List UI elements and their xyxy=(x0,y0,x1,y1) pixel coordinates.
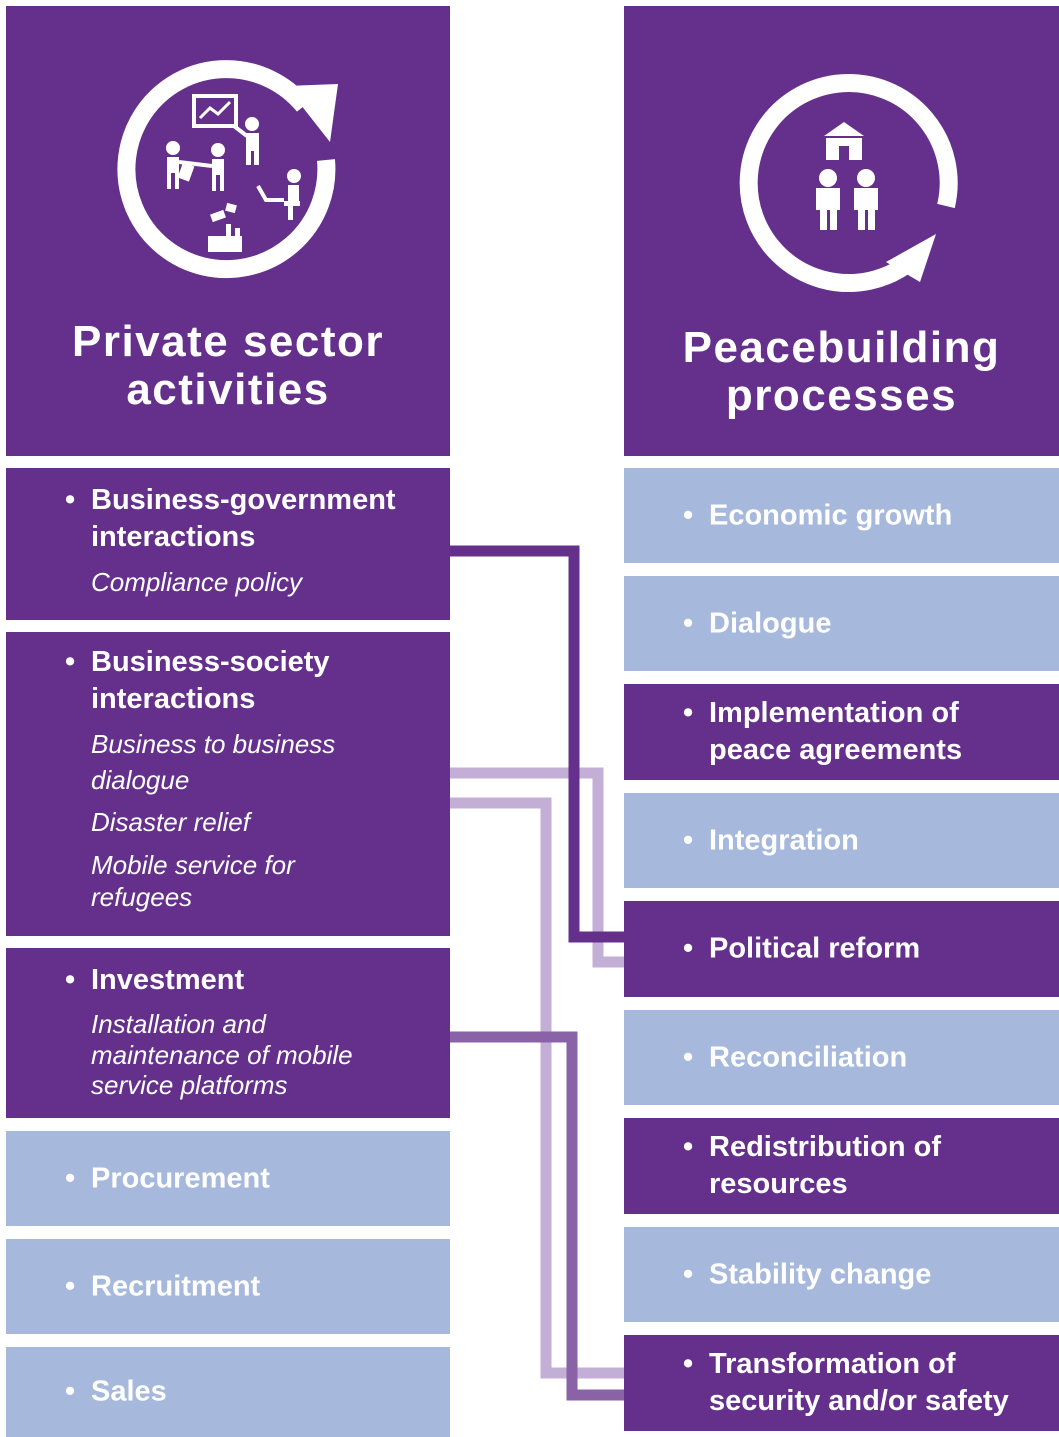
activity-example: Business to business xyxy=(91,729,336,759)
connector-business-society-to-transformation xyxy=(450,797,626,1379)
activity-example: Mobile service for xyxy=(91,850,295,880)
connector-business-government-to-political-reform xyxy=(450,545,626,943)
private-sector-title-line-2: activities xyxy=(126,365,330,414)
activity-label-line: Business-society xyxy=(91,646,330,678)
connector-investment-to-transformation xyxy=(450,1031,626,1401)
activity-example: maintenance of mobile xyxy=(91,1040,353,1070)
process-integration: Integration xyxy=(624,793,1059,888)
process-label: Political reform xyxy=(683,931,1049,968)
process-implementation-of-peace-agreements: Implementation of peace agreements xyxy=(624,684,1059,780)
process-label-line: Redistribution of xyxy=(709,1131,941,1163)
activity-label: Sales xyxy=(65,1374,440,1411)
process-label: Reconciliation xyxy=(683,1039,1049,1076)
activity-example: Installation and xyxy=(91,1009,266,1039)
activity-sales: Sales xyxy=(6,1347,450,1437)
process-economic-growth: Economic growth xyxy=(624,468,1059,563)
private-sector-header: Private sector activities xyxy=(6,6,450,456)
activity-label-line: interactions xyxy=(91,683,256,715)
process-dialogue: Dialogue xyxy=(624,576,1059,671)
peacebuilding-title-line-2: processes xyxy=(725,371,958,420)
process-stability-change: Stability change xyxy=(624,1227,1059,1322)
process-label: Integration xyxy=(683,822,1049,859)
process-label-line: peace agreements xyxy=(709,734,963,766)
process-reconciliation: Reconciliation xyxy=(624,1010,1059,1105)
activity-label: Procurement xyxy=(65,1160,440,1197)
activity-business-society: Business-society interactions Business t… xyxy=(6,632,450,936)
activity-label: Recruitment xyxy=(65,1268,440,1305)
community-house-cycle-icon xyxy=(739,74,958,293)
activity-business-government: Business-government interactions Complia… xyxy=(6,468,450,620)
process-redistribution-of-resources: Redistribution of resources xyxy=(624,1118,1059,1214)
process-label-line: resources xyxy=(709,1168,848,1200)
peacebuilding-header: Peacebuilding processes xyxy=(624,6,1059,456)
process-label: Dialogue xyxy=(683,605,1049,642)
connector-business-society-to-political-reform xyxy=(450,767,626,968)
business-activities-cycle-icon xyxy=(117,60,338,279)
activity-investment: Investment Installation and maintenance … xyxy=(6,948,450,1118)
process-label: Economic growth xyxy=(683,497,1049,534)
process-label: Stability change xyxy=(683,1256,1049,1293)
activity-label-line: interactions xyxy=(91,521,256,553)
process-label-line: Transformation of xyxy=(709,1348,956,1380)
process-political-reform: Political reform xyxy=(624,901,1059,997)
process-label-line: Implementation of xyxy=(709,697,959,729)
activity-example: refugees xyxy=(91,882,193,912)
private-sector-title-line-1: Private sector xyxy=(71,317,385,366)
activity-label-line: Investment xyxy=(91,964,245,996)
activity-example: dialogue xyxy=(91,765,190,795)
peacebuilding-title-line-1: Peacebuilding xyxy=(682,323,1001,372)
activity-recruitment: Recruitment xyxy=(6,1239,450,1334)
activity-example: service platforms xyxy=(91,1070,288,1100)
process-transformation-of-security: Transformation of security and/or safety xyxy=(624,1335,1059,1431)
activity-label-line: Business-government xyxy=(91,484,396,516)
activity-procurement: Procurement xyxy=(6,1131,450,1226)
activity-example: Compliance policy xyxy=(91,567,302,597)
process-label-line: security and/or safety xyxy=(709,1385,1009,1417)
activity-example: Disaster relief xyxy=(91,807,250,837)
